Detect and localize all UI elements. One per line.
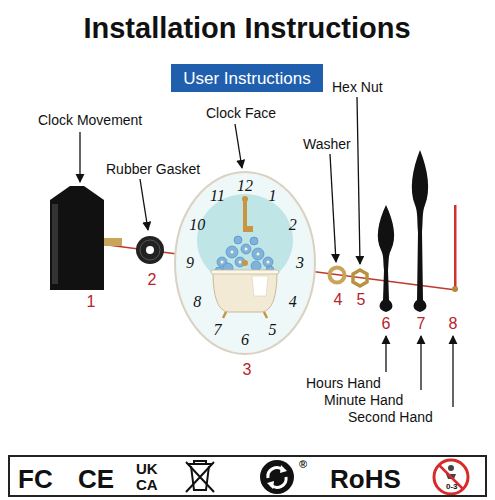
dial-numeral: 11 xyxy=(210,188,225,204)
callout-number: 1 xyxy=(87,294,96,310)
cert-mark: CA xyxy=(136,477,158,492)
part-name: Second Hand xyxy=(348,410,433,424)
callout-number: 2 xyxy=(148,272,157,288)
callout-number: 6 xyxy=(382,316,391,332)
age-warning: 0-3 xyxy=(446,483,458,491)
part-name: Clock Face xyxy=(206,106,276,120)
part-name: Hours Hand xyxy=(306,376,381,390)
callout-number: 8 xyxy=(449,316,458,332)
callout-number: 3 xyxy=(243,362,252,378)
instructions-banner: User Instructions xyxy=(171,64,323,92)
callout-number: 5 xyxy=(357,292,366,308)
part-name: Clock Movement xyxy=(38,113,142,127)
callout-number: 4 xyxy=(334,292,343,308)
dial-numeral: 12 xyxy=(237,178,253,194)
part-name: Rubber Gasket xyxy=(106,162,200,176)
cert-mark: FC xyxy=(18,466,53,492)
banner-text: User Instructions xyxy=(183,70,311,87)
dial-numeral: 7 xyxy=(214,322,222,338)
callout-number: 7 xyxy=(417,316,426,332)
dial-numeral: 4 xyxy=(289,294,297,310)
dial-numeral: 5 xyxy=(269,322,277,338)
certification-icons xyxy=(186,460,468,494)
cert-mark: CE xyxy=(78,466,114,492)
rubber-gasket xyxy=(136,236,164,264)
dial-numeral: 1 xyxy=(269,188,277,204)
cert-mark: UK xyxy=(136,461,158,476)
hex-nut xyxy=(353,270,367,286)
part-name: Minute Hand xyxy=(324,393,403,407)
washer xyxy=(330,268,345,283)
dial-numeral: 10 xyxy=(189,217,205,233)
clock-movement xyxy=(50,186,122,290)
hours-hand xyxy=(378,205,394,312)
registered-mark: ® xyxy=(299,459,307,470)
part-name: Hex Nut xyxy=(332,80,383,94)
dial-numeral: 3 xyxy=(296,255,304,271)
cert-mark: RoHS xyxy=(330,466,401,492)
second-hand xyxy=(454,205,457,289)
clock-face xyxy=(170,170,320,360)
dial-numeral: 8 xyxy=(193,294,201,310)
dial-numeral: 2 xyxy=(289,217,297,233)
page-title: Installation Instructions xyxy=(83,14,410,43)
certification-bar: FC CE UKCA ® RoHS 0-3 xyxy=(8,455,487,497)
minute-hand xyxy=(412,150,428,312)
leader-lines xyxy=(80,97,453,407)
dial-numeral: 6 xyxy=(241,332,249,348)
dial-numeral: 9 xyxy=(186,255,194,271)
part-name: Washer xyxy=(303,137,351,151)
